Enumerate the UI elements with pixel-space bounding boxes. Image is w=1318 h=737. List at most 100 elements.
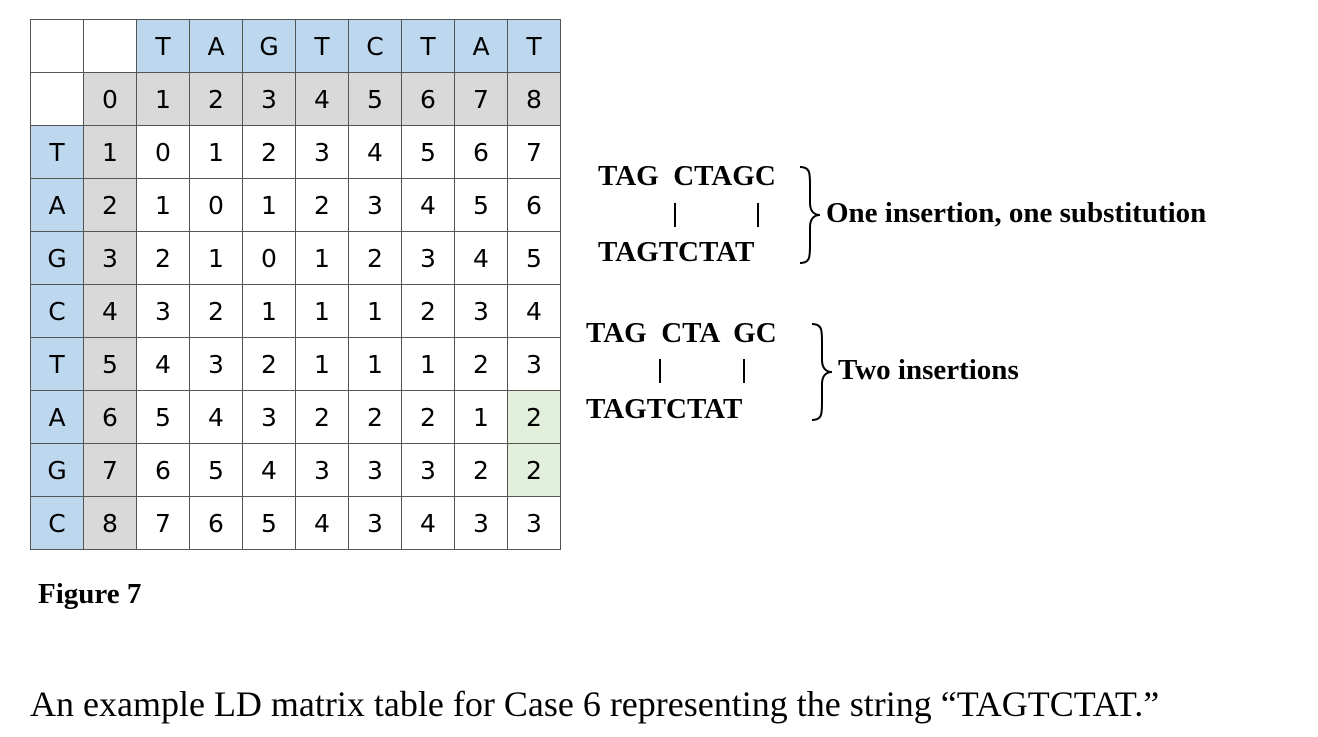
matrix-cell: 1 (348, 337, 402, 391)
row-letter-cell: A (30, 390, 84, 444)
matrix-cell: 5 (507, 231, 561, 285)
matrix-cell: 1 (136, 178, 190, 232)
matrix-cell: 1 (295, 337, 349, 391)
row-index-cell: 8 (83, 496, 137, 550)
header-letter-cell: T (507, 19, 561, 73)
row-index-cell: 6 (83, 390, 137, 444)
matrix-cell: 3 (136, 284, 190, 338)
matrix-cell: 4 (242, 443, 296, 497)
matrix-cell: 3 (401, 231, 455, 285)
matrix-cell: 2 (242, 125, 296, 179)
matrix-cell: 2 (348, 231, 402, 285)
matrix-cell: 1 (454, 390, 508, 444)
column-index-cell: 3 (242, 72, 296, 126)
header-letter-cell: T (401, 19, 455, 73)
alignment-2-tick-1 (659, 359, 661, 383)
matrix-cell: 3 (295, 443, 349, 497)
matrix-cell: 0 (136, 125, 190, 179)
corner-cell (30, 19, 84, 73)
matrix-cell: 7 (507, 125, 561, 179)
row-letter-cell: G (30, 231, 84, 285)
column-index-cell: 4 (295, 72, 349, 126)
matrix-cell: 3 (189, 337, 243, 391)
matrix-cell: 3 (242, 390, 296, 444)
matrix-cell: 3 (401, 443, 455, 497)
matrix-cell: 3 (348, 178, 402, 232)
row-letter-cell: A (30, 178, 84, 232)
alignment-1-top: TAG CTAGC (598, 160, 776, 192)
alignment-1-label: One insertion, one substitution (826, 197, 1207, 229)
matrix-cell: 3 (507, 337, 561, 391)
row-index-cell: 1 (83, 125, 137, 179)
column-index-cell: 0 (83, 72, 137, 126)
row-letter-cell: T (30, 337, 84, 391)
corner-cell (30, 72, 84, 126)
matrix-cell: 6 (507, 178, 561, 232)
matrix-cell: 2 (295, 178, 349, 232)
matrix-cell: 7 (136, 496, 190, 550)
matrix-cell: 2 (136, 231, 190, 285)
corner-cell (83, 19, 137, 73)
matrix-cell: 4 (136, 337, 190, 391)
alignment-1-tick-1 (674, 203, 676, 227)
row-index-cell: 4 (83, 284, 137, 338)
column-index-cell: 1 (136, 72, 190, 126)
matrix-cell: 6 (136, 443, 190, 497)
matrix-cell: 4 (401, 496, 455, 550)
matrix-cell: 3 (348, 443, 402, 497)
matrix-cell: 5 (401, 125, 455, 179)
matrix-cell: 2 (189, 284, 243, 338)
alignment-1-bottom: TAGTCTAT (598, 236, 755, 268)
matrix-cell: 2 (295, 390, 349, 444)
column-index-cell: 2 (189, 72, 243, 126)
matrix-cell: 1 (189, 231, 243, 285)
alignment-2-bottom: TAGTCTAT (586, 393, 743, 425)
matrix-cell: 4 (507, 284, 561, 338)
column-index-cell: 7 (454, 72, 508, 126)
row-index-cell: 7 (83, 443, 137, 497)
alignment-2-tick-2 (743, 359, 745, 383)
row-index-cell: 5 (83, 337, 137, 391)
matrix-cell: 1 (242, 284, 296, 338)
matrix-cell: 5 (242, 496, 296, 550)
matrix-cell: 1 (401, 337, 455, 391)
alignment-2-top: TAG CTA GC (586, 317, 777, 349)
matrix-cell: 3 (454, 284, 508, 338)
matrix-cell: 2 (242, 337, 296, 391)
matrix-cell: 4 (401, 178, 455, 232)
matrix-cell-highlighted: 2 (507, 390, 561, 444)
matrix-cell: 4 (454, 231, 508, 285)
matrix-cell: 2 (401, 284, 455, 338)
header-letter-cell: C (348, 19, 402, 73)
matrix-cell-highlighted: 2 (507, 443, 561, 497)
header-letter-cell: A (454, 19, 508, 73)
matrix-cell: 1 (295, 284, 349, 338)
matrix-cell: 6 (454, 125, 508, 179)
matrix-cell: 1 (295, 231, 349, 285)
column-index-cell: 5 (348, 72, 402, 126)
row-letter-cell: T (30, 125, 84, 179)
row-index-cell: 2 (83, 178, 137, 232)
alignment-2-brace (811, 323, 833, 421)
matrix-cell: 0 (242, 231, 296, 285)
matrix-cell: 2 (454, 443, 508, 497)
header-letter-cell: G (242, 19, 296, 73)
matrix-cell: 5 (454, 178, 508, 232)
matrix-cell: 2 (348, 390, 402, 444)
matrix-cell: 3 (295, 125, 349, 179)
matrix-cell: 1 (348, 284, 402, 338)
column-index-cell: 8 (507, 72, 561, 126)
matrix-cell: 4 (348, 125, 402, 179)
header-letter-cell: A (189, 19, 243, 73)
header-letter-cell: T (295, 19, 349, 73)
matrix-cell: 2 (401, 390, 455, 444)
alignment-2-label: Two insertions (838, 354, 1019, 386)
matrix-cell: 3 (348, 496, 402, 550)
matrix-cell: 5 (189, 443, 243, 497)
matrix-cell: 3 (454, 496, 508, 550)
